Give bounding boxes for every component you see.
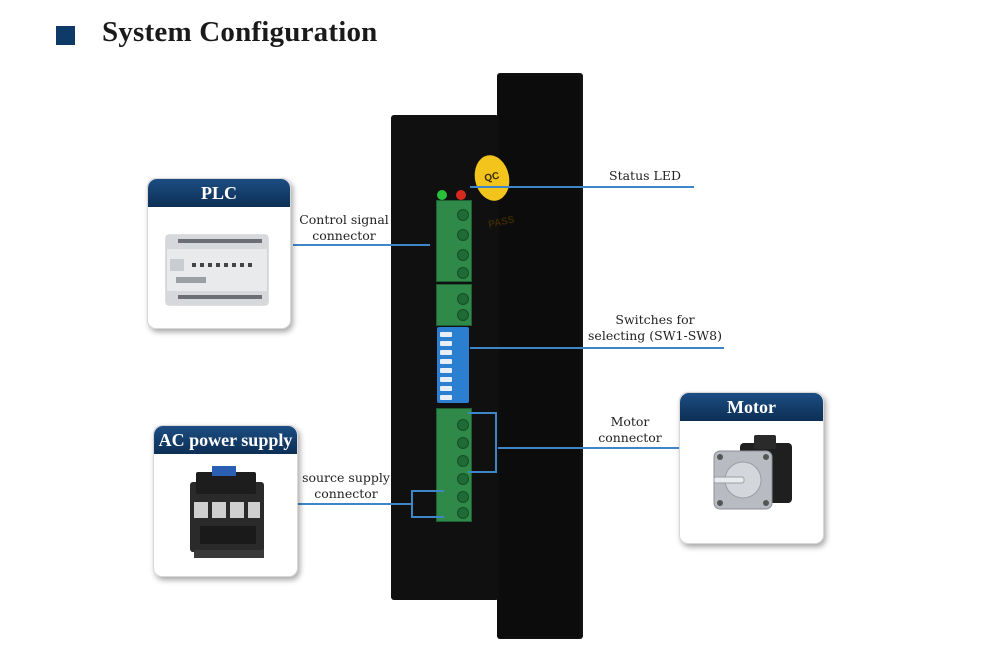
- contactor-icon: [190, 466, 264, 558]
- control-signal-label-line1: Control signal: [299, 212, 389, 227]
- source-supply-label-line2: connector: [314, 486, 378, 501]
- motor-bracket-top: [468, 412, 496, 414]
- plc-image: [148, 207, 290, 328]
- motor-card: Motor: [679, 392, 824, 544]
- terminal-screw: [457, 507, 469, 519]
- motor-image: [680, 421, 823, 543]
- terminal-screw: [457, 293, 469, 305]
- driver-housing-back: [497, 73, 583, 639]
- plc-device-icon: [165, 234, 269, 306]
- terminal-screw: [457, 229, 469, 241]
- source-bracket-top: [411, 490, 444, 492]
- dip-switch: [440, 341, 452, 346]
- status-led-label: Status LED: [609, 168, 681, 183]
- motor-bracket-bottom: [468, 471, 496, 473]
- terminal-screw: [457, 267, 469, 279]
- control-signal-line: [293, 244, 430, 246]
- page-title: System Configuration: [102, 16, 378, 48]
- control-signal-terminal-block: [436, 200, 472, 282]
- ac-power-image: [154, 454, 297, 576]
- motor-line: [498, 447, 680, 449]
- source-bracket-vertical: [411, 490, 413, 518]
- motor-connector-label-line1: Motor: [610, 414, 650, 429]
- terminal-screw: [457, 249, 469, 261]
- dip-switch: [440, 368, 452, 373]
- terminal-strip: [436, 200, 472, 522]
- dip-switch: [440, 386, 452, 391]
- motor-card-title: Motor: [680, 393, 823, 421]
- plc-card-title: PLC: [148, 179, 290, 207]
- switches-line: [470, 347, 724, 349]
- ac-power-card: AC power supply: [153, 425, 298, 577]
- terminal-screw: [457, 419, 469, 431]
- switches-label-line1: Switches for: [615, 312, 695, 327]
- control-signal-terminal-block-2: [436, 284, 472, 326]
- stepper-motor-icon: [713, 435, 792, 510]
- dip-switch: [440, 359, 452, 364]
- dip-switch: [440, 395, 452, 400]
- terminal-screw: [457, 473, 469, 485]
- power-motor-terminal-block: [436, 408, 472, 522]
- source-supply-line: [298, 503, 411, 505]
- switches-label-line2: selecting (SW1-SW8): [588, 328, 722, 343]
- status-led-line: [470, 186, 694, 188]
- terminal-screw: [457, 491, 469, 503]
- title-bullet-square: [56, 26, 75, 45]
- terminal-screw: [457, 209, 469, 221]
- terminal-screw: [457, 309, 469, 321]
- dip-switch: [440, 332, 452, 337]
- terminal-screw: [457, 455, 469, 467]
- dip-switch: [440, 350, 452, 355]
- ac-power-card-title: AC power supply: [154, 426, 297, 454]
- status-led-red: [456, 190, 466, 200]
- terminal-screw: [457, 437, 469, 449]
- motor-connector-label-line2: connector: [598, 430, 662, 445]
- plc-card: PLC: [147, 178, 291, 329]
- dip-switch-bank: [437, 327, 469, 403]
- control-signal-label-line2: connector: [312, 228, 376, 243]
- source-supply-label-line1: source supply: [302, 470, 390, 485]
- dip-switch: [440, 377, 452, 382]
- status-led-green: [437, 190, 447, 200]
- source-bracket-bottom: [411, 516, 444, 518]
- motor-bracket-vertical: [495, 412, 497, 473]
